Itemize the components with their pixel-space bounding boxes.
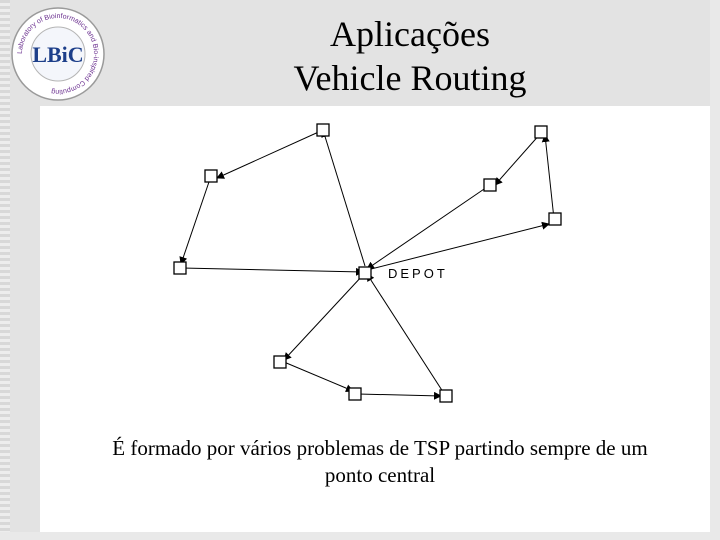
slide-title: Aplicações Vehicle Routing <box>180 12 640 100</box>
customer-node <box>548 212 562 226</box>
route-edge <box>181 267 364 276</box>
route-edge <box>216 129 324 179</box>
logo-text: LBiC <box>32 42 83 67</box>
customer-node <box>348 387 362 401</box>
lbic-logo: Laboratory of Bioinformatics and Bio-ins… <box>11 7 105 101</box>
route-edge <box>179 175 212 265</box>
route-edge <box>541 134 555 220</box>
route-edge <box>366 221 550 271</box>
vehicle-routing-diagram: DEPOT <box>160 106 580 406</box>
decorative-edge <box>0 0 10 540</box>
customer-node <box>483 178 497 192</box>
route-edge <box>283 274 364 361</box>
title-line-2: Vehicle Routing <box>293 58 527 98</box>
title-line-1: Aplicações <box>330 14 490 54</box>
bottom-border <box>0 532 720 540</box>
depot-label: DEPOT <box>388 266 448 281</box>
customer-node <box>534 125 548 139</box>
caption-line-2: ponto central <box>324 463 436 487</box>
customer-node <box>439 389 453 403</box>
depot-node <box>358 266 372 280</box>
header-band <box>0 0 720 106</box>
customer-node <box>173 261 187 275</box>
customer-node <box>204 169 218 183</box>
route-edge <box>321 129 366 267</box>
customer-node <box>316 123 330 137</box>
slide-caption: É formado por vários problemas de TSP pa… <box>50 435 710 489</box>
route-edge <box>494 132 542 186</box>
customer-node <box>273 355 287 369</box>
right-border <box>710 0 720 540</box>
route-edge <box>366 184 491 270</box>
caption-line-1: É formado por vários problemas de TSP pa… <box>112 436 648 460</box>
route-edge <box>366 273 446 396</box>
route-edge <box>357 391 442 400</box>
route-edge <box>283 361 354 392</box>
